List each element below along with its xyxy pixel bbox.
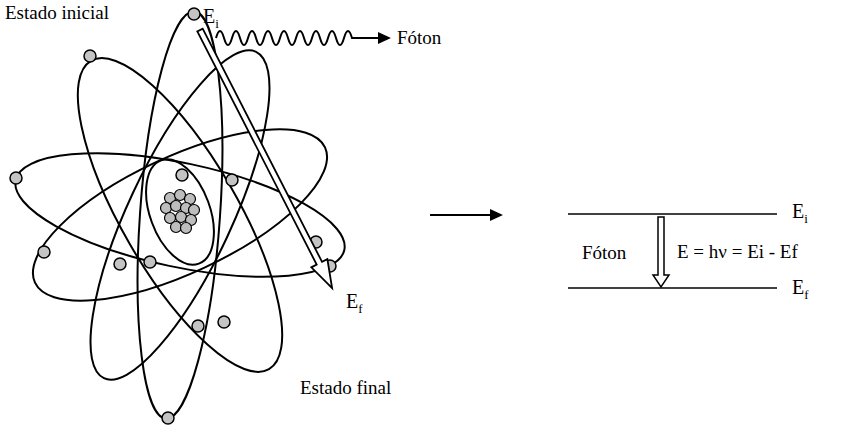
energy-label: Ei [203,5,219,35]
process-arrowhead [490,209,503,221]
energy-label: Ei [792,200,808,230]
process-arrow [430,214,492,216]
energy-level-final [568,287,777,289]
state-label: Estado inicial [5,2,109,24]
photon-label: Fóton [582,242,626,264]
equation-label: E = hν = Ei - Ef [677,241,798,263]
photon-wave [216,31,380,45]
electrons [10,8,336,424]
emission-arrow [653,217,669,287]
orbits [5,9,355,422]
photon-label: Fóton [397,27,441,49]
energy-label: Ef [792,276,809,306]
energy-label: Ef [346,290,363,320]
state-label: Estado final [300,377,391,399]
energy-level-initial [568,213,777,215]
transition-arrow [192,26,340,292]
nucleus [161,190,200,234]
photon-arrowhead [378,32,391,44]
